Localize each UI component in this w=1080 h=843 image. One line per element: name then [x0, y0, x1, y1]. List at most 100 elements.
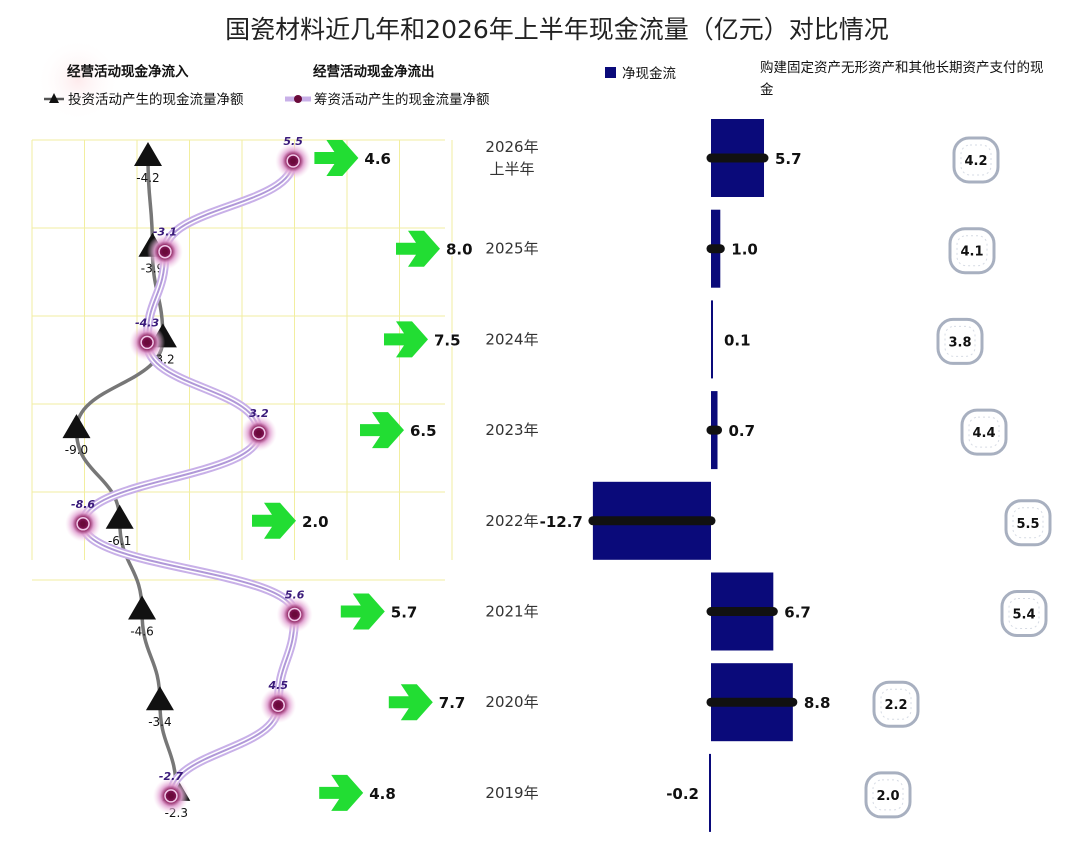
financing-marker-ring	[140, 335, 154, 350]
net-cash-bar	[711, 300, 713, 379]
operating-value-label: 2.0	[302, 513, 329, 531]
net-cash-value-label: -0.2	[666, 785, 699, 803]
category-labels: 2026年上半年2025年2024年2023年2022年2021年2020年20…	[485, 138, 538, 802]
financing-point: -8.6	[65, 498, 102, 542]
net-cash-value-label: 5.7	[775, 150, 802, 168]
capex-badge-inner	[944, 325, 976, 357]
capex-badge-inner	[872, 779, 904, 811]
legend-operating-in: 经营活动现金净流入	[67, 63, 189, 80]
capex-badge	[1000, 590, 1048, 637]
capex-badge	[936, 317, 984, 365]
financing-value-label: -2.7	[159, 770, 183, 783]
operating-value-label: 4.8	[369, 785, 396, 803]
capex-badge	[952, 136, 1000, 184]
investing-line	[74, 157, 179, 793]
capex-value-label: 3.8	[948, 335, 971, 350]
capex-badge	[1004, 499, 1052, 547]
financing-value-label: -4.3	[135, 316, 159, 329]
net-cash-point: -12.7	[540, 481, 716, 560]
operating-point: 4.8	[319, 774, 397, 811]
capex-badge-inner	[968, 416, 1000, 448]
financing-marker-ring	[252, 426, 266, 440]
operating-arrow	[384, 321, 428, 358]
financing-marker	[168, 793, 174, 799]
capex-value-label: 4.2	[964, 154, 987, 169]
net-cash-bar	[709, 753, 711, 832]
legend-net-cash: 净现金流	[622, 66, 676, 82]
capex-badge	[872, 680, 920, 728]
net-cash-value-label: 1.0	[731, 241, 758, 259]
investing-point: -4.6	[128, 595, 157, 639]
operating-series: 4.6 8.0 7.5 6.5 2.0 5.7 7.7 4.8	[252, 140, 474, 811]
capex-point: 2.2	[872, 680, 920, 728]
financing-marker-ring	[76, 517, 90, 531]
net-cash-point: 0.7	[706, 391, 755, 470]
capex-point: 4.4	[960, 408, 1008, 456]
operating-value-label: 8.0	[446, 241, 473, 259]
investing-point: -6.1	[105, 504, 134, 548]
operating-point: 6.5	[360, 412, 438, 449]
financing-marker	[256, 430, 262, 436]
capex-point: 4.2	[952, 136, 1000, 184]
investing-marker	[105, 504, 134, 529]
financing-marker-ring	[287, 607, 302, 622]
category-label: 2021年	[485, 603, 538, 621]
net-cash-value-label: 6.7	[784, 604, 811, 622]
investing-value-label: -9.0	[65, 443, 88, 457]
category-label: 2024年	[485, 330, 538, 348]
capex-value-label: 4.1	[960, 245, 983, 260]
investing-marker	[128, 595, 157, 620]
financing-value-label: -3.1	[153, 226, 177, 239]
net-cash-point: 8.8	[706, 663, 830, 742]
operating-value-label: 7.7	[439, 694, 466, 712]
financing-marker-ring	[164, 789, 178, 803]
investing-value-label: -4.2	[136, 171, 159, 185]
operating-point: 5.7	[340, 593, 419, 630]
category-label: 2019年	[485, 784, 538, 802]
operating-value-label: 7.5	[434, 331, 461, 349]
legend-net-cash-swatch	[605, 67, 616, 78]
net-cash-point: 0.1	[711, 300, 751, 379]
capex-point: 5.4	[1000, 590, 1048, 637]
category-label: 2023年	[485, 421, 538, 439]
net-cash-point: -0.2	[666, 753, 711, 832]
legend: 经营活动现金净流入 经营活动现金净流出 投资活动产生的现金流量净额 筹资活动产生…	[36, 38, 1044, 122]
net-cash-point: 5.7	[706, 119, 802, 197]
category-label: 2026年上半年	[485, 138, 538, 178]
financing-point: 5.5	[275, 135, 312, 179]
investing-point: -4.2	[134, 142, 162, 185]
capex-badge	[948, 227, 996, 275]
financing-value-label: 5.6	[285, 589, 305, 602]
financing-point: -2.7	[152, 770, 189, 814]
category-label: 2022年	[485, 512, 538, 530]
financing-series: 5.5 -3.1 -4.3 3.2 -8.6 5.6 4.5 -2.7	[65, 135, 313, 814]
financing-value-label: 3.2	[249, 407, 269, 420]
operating-point: 4.6	[314, 140, 392, 176]
capex-value-label: 5.4	[1012, 608, 1035, 623]
legend-operating-out: 经营活动现金净流出	[313, 63, 435, 80]
financing-point: 3.2	[240, 407, 277, 452]
investing-marker	[134, 142, 162, 166]
financing-point: -3.1	[147, 226, 183, 270]
capex-badge	[960, 408, 1008, 456]
capex-badge-inner	[956, 235, 988, 267]
financing-value-label: -8.6	[71, 498, 95, 511]
financing-marker-ring	[286, 154, 300, 168]
capex-value-label: 5.5	[1016, 517, 1039, 532]
category-label: 2020年	[485, 693, 538, 711]
financing-point: -4.3	[129, 316, 166, 361]
financing-marker-ring	[158, 244, 172, 259]
capex-value-label: 2.2	[884, 698, 907, 713]
operating-arrow	[252, 502, 296, 539]
operating-arrow	[314, 140, 359, 176]
financing-marker	[290, 158, 296, 164]
investing-point: -3.4	[145, 686, 174, 729]
capex-point: 3.8	[936, 317, 984, 365]
investing-value-label: -6.1	[108, 534, 131, 548]
capex-value-label: 2.0	[876, 789, 899, 804]
net-cash-point: 6.7	[706, 572, 811, 651]
financing-value-label: 4.5	[267, 679, 288, 692]
capex-point: 4.1	[948, 227, 996, 275]
legend-investing: 投资活动产生的现金流量净额	[68, 92, 244, 108]
